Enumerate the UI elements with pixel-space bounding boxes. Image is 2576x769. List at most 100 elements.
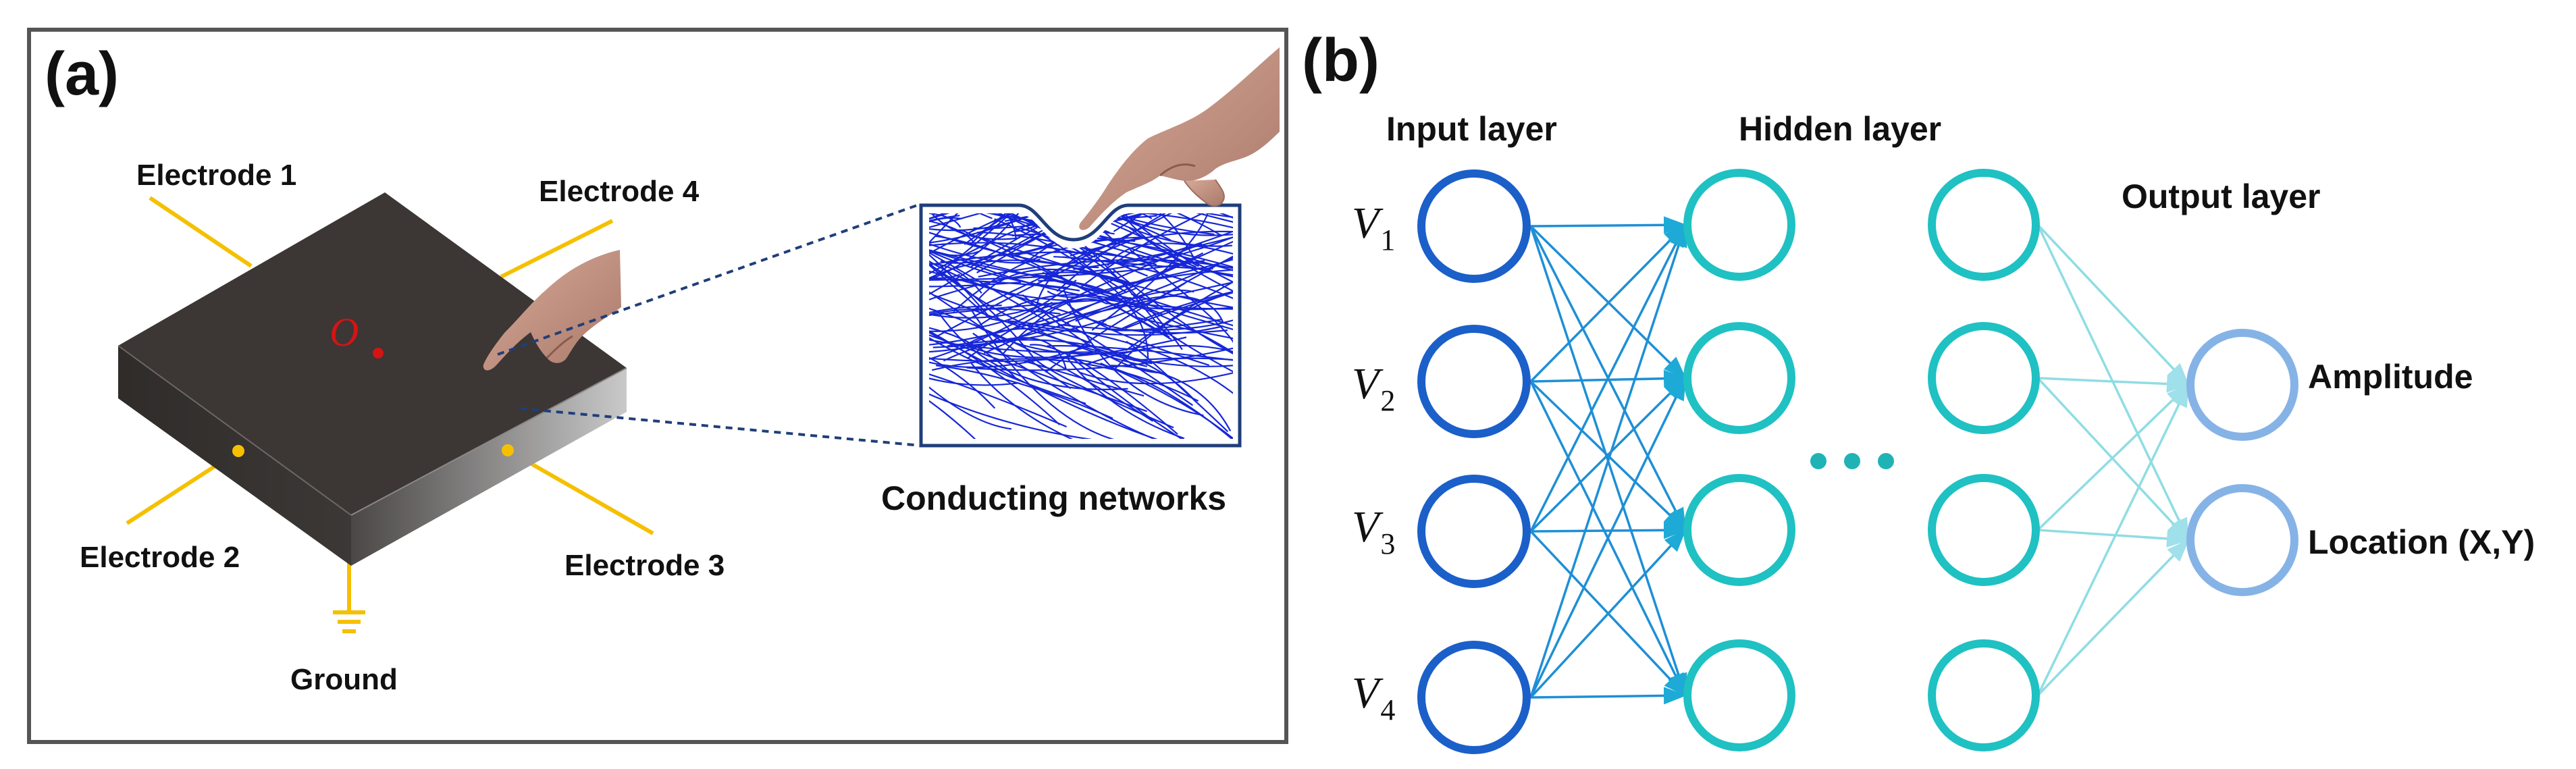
hidden-node-b1 [1928, 169, 2040, 281]
nanowire [929, 213, 993, 219]
nanowire [1123, 231, 1232, 263]
nanowire [929, 341, 1090, 369]
zoom-lines [497, 203, 922, 447]
nanowire [943, 337, 1067, 369]
nanowire [929, 296, 1144, 325]
nanowire [1073, 213, 1233, 270]
nanowire [931, 194, 1181, 202]
electrode-1-label: Electrode 1 [136, 159, 296, 192]
hidden-node-b4 [1928, 639, 2040, 751]
nanowire [938, 312, 1128, 390]
edge-input-3-hidden-3 [1530, 521, 1687, 539]
nanowire [899, 91, 1031, 181]
nanowire [929, 314, 1060, 425]
edge-input-3-hidden-1 [1529, 223, 1687, 532]
nanowire [929, 213, 1038, 294]
nanowire [929, 278, 1022, 288]
origin-label: O [330, 310, 359, 354]
nanowire [1068, 354, 1233, 439]
nanowire [929, 213, 1069, 253]
board-side [351, 368, 627, 566]
nanowire [929, 304, 1002, 347]
nanowire [929, 213, 1127, 302]
nanowire [929, 213, 1017, 240]
nanowire [1041, 275, 1233, 377]
edge-hidden-2-output-1 [2037, 375, 2190, 393]
nanowire [929, 301, 1053, 373]
nanowire [1129, 248, 1233, 346]
nanowire [978, 259, 1233, 280]
nanowire [867, 159, 992, 183]
nanowire [1126, 340, 1229, 433]
nanowire [868, 134, 1074, 198]
hidden-node-b3 [1928, 474, 2040, 586]
nanowire [849, 105, 989, 157]
nanowire [974, 213, 1172, 241]
nanowire [1133, 357, 1233, 386]
edge-hidden-2-output-2 [2036, 377, 2190, 541]
nanowire [908, 55, 1042, 142]
nanowire [983, 219, 1233, 354]
nanowire [929, 213, 1019, 240]
nanowire [1116, 266, 1233, 332]
nanowire [929, 354, 1068, 428]
nanowire [1024, 360, 1145, 397]
input-node-3 [1417, 475, 1531, 588]
panel-a-label: (a) [45, 41, 119, 108]
nanowire [964, 139, 1075, 163]
nanowire [929, 217, 1068, 289]
nanowire [1132, 315, 1233, 370]
nanowire [1115, 284, 1233, 369]
nanowire [1091, 213, 1213, 331]
nanowire [929, 213, 1050, 323]
nanowire [929, 277, 1080, 292]
nanowire [972, 213, 1233, 282]
input-nodes [1417, 169, 1531, 754]
nanowire [929, 263, 982, 294]
hidden-layer-first [1683, 169, 1795, 751]
nanowire [929, 213, 1120, 275]
nanowire [1076, 213, 1233, 274]
edge-input-4-hidden-3 [1529, 529, 1687, 699]
nanowire [1026, 180, 1327, 194]
output-label-amplitude: Amplitude [2308, 358, 2473, 396]
nanowire [929, 242, 1096, 258]
edge-input-2-hidden-1 [1529, 223, 1687, 383]
nanowire [929, 356, 1134, 439]
nanowire [941, 173, 1112, 202]
nanowire [1053, 256, 1233, 360]
nanowire [929, 248, 1107, 325]
nanowire [929, 312, 1012, 430]
nanowire [929, 311, 1147, 413]
ground-label: Ground [290, 663, 398, 696]
output-label-location: Location (X,Y) [2308, 523, 2535, 561]
hidden-node-b2 [1928, 322, 2040, 434]
nanowire [835, 137, 1135, 155]
nanowire [847, 47, 986, 167]
electrode-3-dot [502, 444, 514, 456]
nanowire [857, 87, 1124, 157]
edge-input-4-hidden-2 [1529, 377, 1687, 698]
origin-dot [373, 348, 384, 359]
nanowire [937, 30, 1124, 161]
nanowire [929, 275, 1072, 390]
sensor-board [117, 192, 627, 566]
edge-input-4-hidden-4 [1530, 687, 1687, 705]
nanowire [1059, 356, 1233, 439]
network-edges [1529, 216, 2190, 705]
nanowire [1112, 294, 1233, 427]
nanowire [929, 215, 960, 292]
input-node-2 [1417, 325, 1531, 438]
nanowire [1035, 267, 1233, 311]
nanowire [976, 294, 1163, 329]
edge-hidden-1-output-1 [2036, 223, 2190, 386]
output-node-location [2186, 484, 2298, 596]
nanowire [929, 213, 991, 320]
panel-a: (a) O [27, 28, 1327, 744]
nanowire [929, 213, 962, 228]
wire-electrode-4 [500, 219, 614, 279]
nanowire [973, 213, 1192, 230]
input-node-4 [1417, 641, 1531, 754]
nanowire [897, 133, 1074, 199]
ellipsis-dots [1810, 453, 1894, 469]
